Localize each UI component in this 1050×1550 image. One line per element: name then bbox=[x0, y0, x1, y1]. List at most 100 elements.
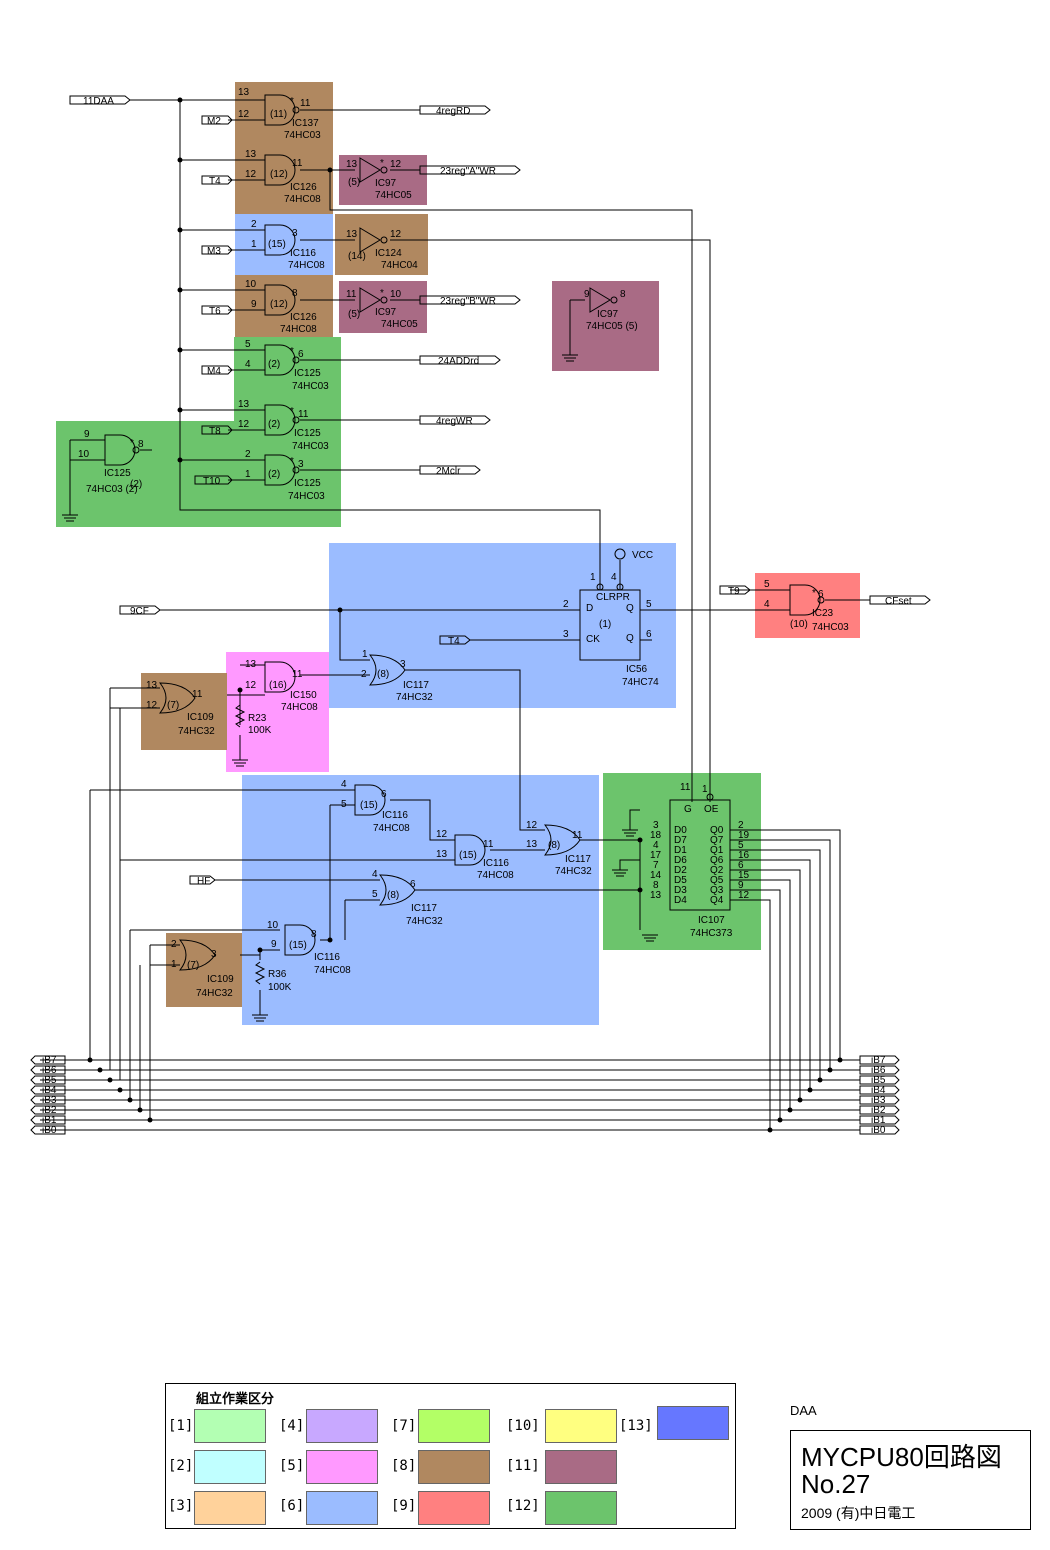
pin-number: 12 bbox=[436, 829, 448, 840]
and-gate-ic150 bbox=[264, 661, 296, 693]
pin-number: 8 bbox=[311, 929, 317, 940]
pin-number: 3 bbox=[653, 820, 659, 831]
ground-symbol bbox=[562, 354, 578, 362]
ic-ref: IC116 bbox=[314, 952, 340, 963]
signal-t9: T9 bbox=[728, 586, 740, 597]
ic-part: 74HC04 bbox=[381, 260, 418, 271]
latch-ic107 bbox=[669, 799, 731, 911]
pin-label: (15) bbox=[289, 940, 307, 951]
zone-green-ic107 bbox=[603, 773, 761, 950]
pin-number: 10 bbox=[78, 449, 90, 460]
pin-number: 1 bbox=[362, 649, 368, 660]
pin-number: 11 bbox=[483, 839, 494, 850]
bus-right-label: iB6 bbox=[871, 1065, 886, 1076]
pin-label: * bbox=[290, 346, 294, 357]
pin-label: (8) bbox=[548, 840, 560, 851]
ic-ref: IC126 bbox=[290, 312, 317, 323]
ground-symbol bbox=[252, 1014, 268, 1022]
pin-label: * bbox=[290, 406, 294, 417]
pin-number: 10 bbox=[267, 920, 279, 931]
signal-reg-wr: 4regWR bbox=[436, 416, 473, 427]
bus-left-label: iB7 bbox=[42, 1055, 57, 1066]
zone-blue-ic116a bbox=[235, 214, 333, 275]
pin-label: D1 bbox=[674, 845, 687, 856]
pin-number: 6 bbox=[818, 589, 824, 600]
pin-number: 1 bbox=[171, 959, 177, 970]
ic-ref: IC23 bbox=[812, 608, 834, 619]
pin-number: 12 bbox=[390, 159, 402, 170]
ic-part: 74HC05 bbox=[381, 319, 418, 330]
pin-number: 5 bbox=[764, 579, 770, 590]
pin-number: 8 bbox=[292, 288, 298, 299]
ic-part: 74HC03 bbox=[284, 130, 321, 141]
ic-ref: IC56 bbox=[626, 664, 648, 675]
ground-symbol bbox=[622, 829, 638, 837]
pin-number: 19 bbox=[738, 830, 750, 841]
ic-part: 74HC08 bbox=[288, 260, 325, 271]
nand-gate-ic23 bbox=[789, 584, 821, 616]
legend-swatch bbox=[418, 1409, 490, 1443]
pin-number: 11 bbox=[680, 782, 691, 793]
legend-key: [6] bbox=[279, 1498, 305, 1514]
pin-label: (16) bbox=[269, 680, 287, 691]
ic-ref: IC125 bbox=[104, 468, 131, 479]
ic-ref: IC117 bbox=[565, 854, 591, 865]
pin-label: (8) bbox=[387, 890, 399, 901]
ic-part: 74HC08 bbox=[281, 702, 318, 713]
pin-number: 12 bbox=[738, 890, 750, 901]
legend-swatch bbox=[418, 1491, 490, 1525]
bus-left-label: iB5 bbox=[42, 1075, 57, 1086]
ic-part: 74HC74 bbox=[622, 677, 659, 688]
ground-symbol bbox=[612, 869, 628, 877]
pin-number: 2 bbox=[361, 669, 367, 680]
resistor-r36 bbox=[254, 961, 266, 985]
ic-ref: IC125 bbox=[294, 428, 321, 439]
pin-number: 4 bbox=[764, 599, 770, 610]
legend-swatch bbox=[306, 1491, 378, 1525]
ic-ref: IC116 bbox=[483, 858, 509, 869]
ic-ref: IC125 bbox=[294, 368, 321, 379]
ground-symbol bbox=[232, 759, 248, 767]
pin-label: Q7 bbox=[710, 835, 724, 846]
signal-daa: 11DAA bbox=[83, 96, 114, 107]
signal-t6: T6 bbox=[209, 306, 221, 317]
signal-m4: M4 bbox=[207, 366, 221, 377]
pin-label: Q5 bbox=[710, 875, 724, 886]
pin-number: 15 bbox=[738, 870, 750, 881]
pin-number: 12 bbox=[238, 109, 250, 120]
pin-number: 5 bbox=[646, 599, 652, 610]
pin-number: 6 bbox=[381, 789, 387, 800]
or-gate-ic117b bbox=[543, 824, 581, 856]
pin-number: 11 bbox=[346, 289, 357, 300]
pin-number: 13 bbox=[245, 149, 257, 160]
pin-number: 10 bbox=[245, 279, 257, 290]
pin-number: 16 bbox=[738, 850, 750, 861]
pin-number: 10 bbox=[390, 289, 402, 300]
ic-part: 74HC08 bbox=[284, 194, 321, 205]
zone-blue-ic116-group bbox=[242, 775, 599, 1025]
pin-number: 12 bbox=[526, 820, 538, 831]
legend-swatch bbox=[306, 1450, 378, 1484]
ic-part: 74HC03 bbox=[812, 622, 849, 633]
ic-ref: IC109 bbox=[187, 712, 214, 723]
ic-ref: IC137 bbox=[292, 118, 319, 129]
pin-number: 13 bbox=[650, 890, 662, 901]
nand-gate-ic125c bbox=[264, 454, 296, 486]
bus-left-label: iB0 bbox=[42, 1125, 57, 1136]
bus-left-label: iB6 bbox=[42, 1065, 57, 1076]
pin-label: Q3 bbox=[710, 885, 724, 896]
zone-green-ic125 bbox=[234, 337, 341, 527]
pin-number: 4 bbox=[341, 779, 347, 790]
pin-label: D bbox=[586, 603, 593, 614]
pin-label: * bbox=[380, 288, 384, 299]
pin-number: 2 bbox=[738, 820, 744, 831]
pin-number: 13 bbox=[245, 659, 257, 670]
legend-key: [8] bbox=[391, 1458, 417, 1474]
signal-tags: 11DAA M2 T4 M3 T6 M4 T8 T10 4regRD 23reg… bbox=[69, 95, 931, 887]
vcc-symbol bbox=[614, 548, 626, 560]
nand-gate-ic125b bbox=[264, 404, 296, 436]
drawing-title: MYCPU80回路図 bbox=[801, 1442, 1002, 1472]
pin-label: (8) bbox=[377, 669, 389, 680]
ic-ref: IC109 bbox=[207, 974, 234, 985]
zone-purple-ic97b bbox=[339, 281, 427, 333]
